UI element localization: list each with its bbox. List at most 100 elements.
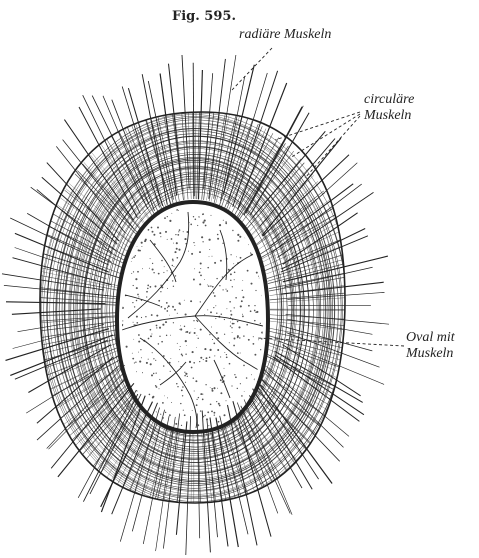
- stipple-dot: [230, 322, 231, 323]
- stipple-dot: [192, 351, 194, 353]
- label-radial-muscles: radiäre Muskeln: [239, 27, 331, 43]
- stipple-dot: [233, 345, 235, 347]
- stipple-dot: [159, 327, 161, 329]
- stipple-dot: [166, 335, 167, 336]
- stipple-dot: [244, 391, 245, 392]
- stipple-dot: [137, 294, 139, 296]
- stipple-dot: [134, 362, 135, 363]
- stipple-dot: [136, 371, 137, 372]
- stipple-dot: [210, 387, 211, 388]
- stipple-dot: [133, 271, 134, 272]
- radial-muscle-line: [103, 96, 149, 205]
- stipple-dot: [202, 394, 203, 395]
- stipple-dot: [255, 209, 257, 211]
- stipple-dot: [206, 357, 208, 359]
- stipple-dot: [185, 353, 186, 354]
- ring-crosshatch-line: [195, 107, 196, 199]
- stipple-dot: [142, 372, 143, 373]
- stipple-dot: [163, 365, 165, 367]
- stipple-dot: [206, 418, 208, 420]
- stipple-dot: [164, 217, 166, 219]
- stipple-dot: [161, 306, 163, 308]
- radial-muscle-line: [2, 274, 104, 290]
- stipple-dot: [248, 305, 250, 307]
- stipple-dot: [216, 401, 217, 402]
- stipple-dot: [229, 301, 231, 303]
- stipple-dot: [209, 249, 210, 250]
- stipple-dot: [167, 239, 168, 240]
- stipple-dot: [159, 232, 161, 234]
- label-oval-line1: Oval mit: [406, 330, 455, 346]
- stipple-dot: [177, 234, 179, 236]
- stipple-dot: [217, 349, 219, 351]
- stipple-dot: [156, 315, 158, 317]
- stipple-dot: [226, 356, 228, 358]
- stipple-dot: [215, 305, 216, 306]
- stipple-dot: [214, 262, 216, 264]
- stipple-dot: [232, 286, 233, 287]
- leader-radial-muscles: [232, 48, 272, 90]
- stipple-dot: [223, 220, 224, 221]
- stipple-dot: [213, 343, 215, 345]
- stipple-dot: [225, 223, 227, 225]
- stipple-dot: [220, 356, 221, 357]
- stipple-dot: [216, 332, 218, 334]
- stipple-dot: [167, 288, 168, 289]
- stipple-dot: [181, 425, 182, 426]
- radial-muscle-line: [31, 187, 117, 251]
- stipple-dot: [231, 327, 232, 328]
- stipple-dot: [170, 335, 171, 336]
- stipple-dot: [204, 279, 205, 280]
- stipple-dot: [248, 339, 250, 341]
- leader-circular-muscles-1: [275, 112, 360, 140]
- stipple-dot: [176, 242, 178, 244]
- stipple-dot: [216, 278, 217, 279]
- stipple-dot: [174, 251, 176, 253]
- stipple-dot: [230, 273, 232, 275]
- stipple-dot: [207, 411, 209, 413]
- stipple-dot: [151, 333, 152, 334]
- stipple-dot: [225, 289, 226, 290]
- stipple-dot: [122, 307, 124, 309]
- stipple-dot: [180, 346, 181, 347]
- stipple-dot: [164, 266, 165, 267]
- stipple-dot: [220, 392, 222, 394]
- stipple-dot: [177, 343, 178, 344]
- stipple-dot: [172, 260, 173, 261]
- stipple-dot: [200, 329, 202, 331]
- stipple-dot: [204, 415, 205, 416]
- stipple-dot: [229, 363, 231, 365]
- ring-crosshatch-line: [188, 107, 191, 199]
- stipple-dot: [222, 243, 223, 244]
- stipple-dot: [159, 379, 160, 380]
- stipple-dot: [153, 414, 154, 415]
- figure-number: Fig. 595.: [172, 9, 236, 24]
- stipple-dot: [122, 320, 123, 321]
- stipple-dot: [226, 308, 227, 309]
- stipple-dot: [185, 373, 187, 375]
- stipple-dot: [152, 268, 154, 270]
- stipple-dot: [226, 354, 227, 355]
- stipple-dot: [207, 309, 208, 310]
- stipple-dot: [234, 272, 236, 274]
- stipple-dot: [251, 283, 253, 285]
- stipple-dot: [141, 317, 142, 318]
- stipple-dot: [194, 332, 196, 334]
- stipple-dot: [217, 234, 219, 236]
- stipple-dot: [204, 348, 206, 350]
- stipple-dot: [210, 311, 212, 313]
- stipple-dot: [232, 323, 234, 325]
- stipple-dot: [197, 338, 198, 339]
- stipple-dot: [184, 326, 185, 327]
- stipple-dot: [202, 221, 204, 223]
- stipple-dot: [126, 346, 128, 348]
- stipple-dot: [210, 403, 212, 405]
- stipple-dot: [230, 317, 231, 318]
- stipple-dot: [167, 397, 168, 398]
- stipple-dot: [138, 341, 140, 343]
- stipple-dot: [239, 236, 241, 238]
- stipple-dot: [179, 329, 180, 330]
- stipple-dot: [152, 263, 153, 264]
- stipple-dot: [261, 242, 263, 244]
